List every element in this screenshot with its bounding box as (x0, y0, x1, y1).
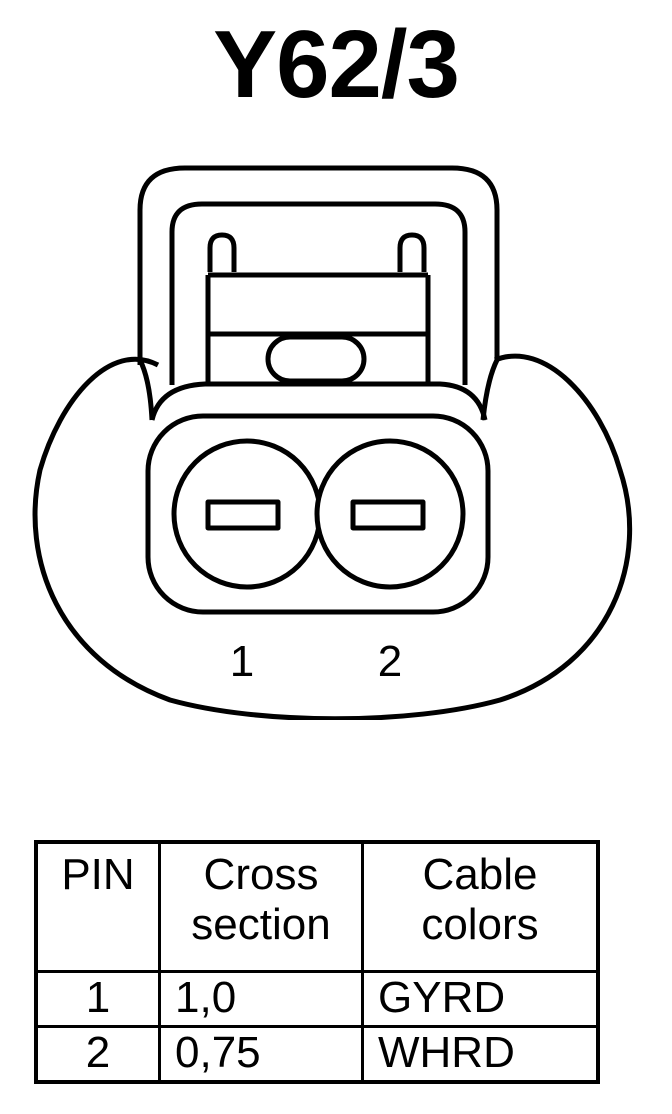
locking-tab-inner (169, 201, 468, 385)
clip-finger-left (207, 232, 237, 272)
pin-2-circle (314, 438, 466, 590)
pin-cavity-frame (145, 413, 491, 615)
clip-finger-right (397, 232, 427, 272)
header-cable-colors: Cable colors (361, 840, 600, 973)
connector-title: Y62/3 (213, 11, 460, 118)
pin-2-label: 2 (378, 637, 402, 686)
latch-oval (265, 334, 367, 384)
header-pin: PIN (34, 840, 161, 973)
pin-1-label: 1 (230, 637, 254, 686)
pin-table: PIN Cross section Cable colors 1 1,0 GYR… (34, 840, 600, 1084)
table-header-row: PIN Cross section Cable colors (34, 840, 600, 973)
cell-cross-section: 1,0 (158, 970, 364, 1028)
header-cross-section: Cross section (158, 840, 364, 973)
table-row: 2 0,75 WHRD (34, 1025, 600, 1084)
pin-2-terminal (350, 499, 426, 531)
cell-cable-colors: GYRD (361, 970, 600, 1028)
locking-tab-outer (137, 165, 500, 365)
connector-diagram: 1 2 (32, 165, 633, 720)
pin-1-circle (171, 438, 323, 590)
connector-body-outline (32, 353, 633, 720)
housing-top (149, 381, 488, 421)
pin-1-terminal (205, 499, 281, 531)
cell-cross-section: 0,75 (158, 1025, 364, 1084)
cell-cable-colors: WHRD (361, 1025, 600, 1084)
cell-pin: 2 (34, 1025, 161, 1084)
table-row: 1 1,0 GYRD (34, 970, 600, 1028)
cell-pin: 1 (34, 970, 161, 1028)
